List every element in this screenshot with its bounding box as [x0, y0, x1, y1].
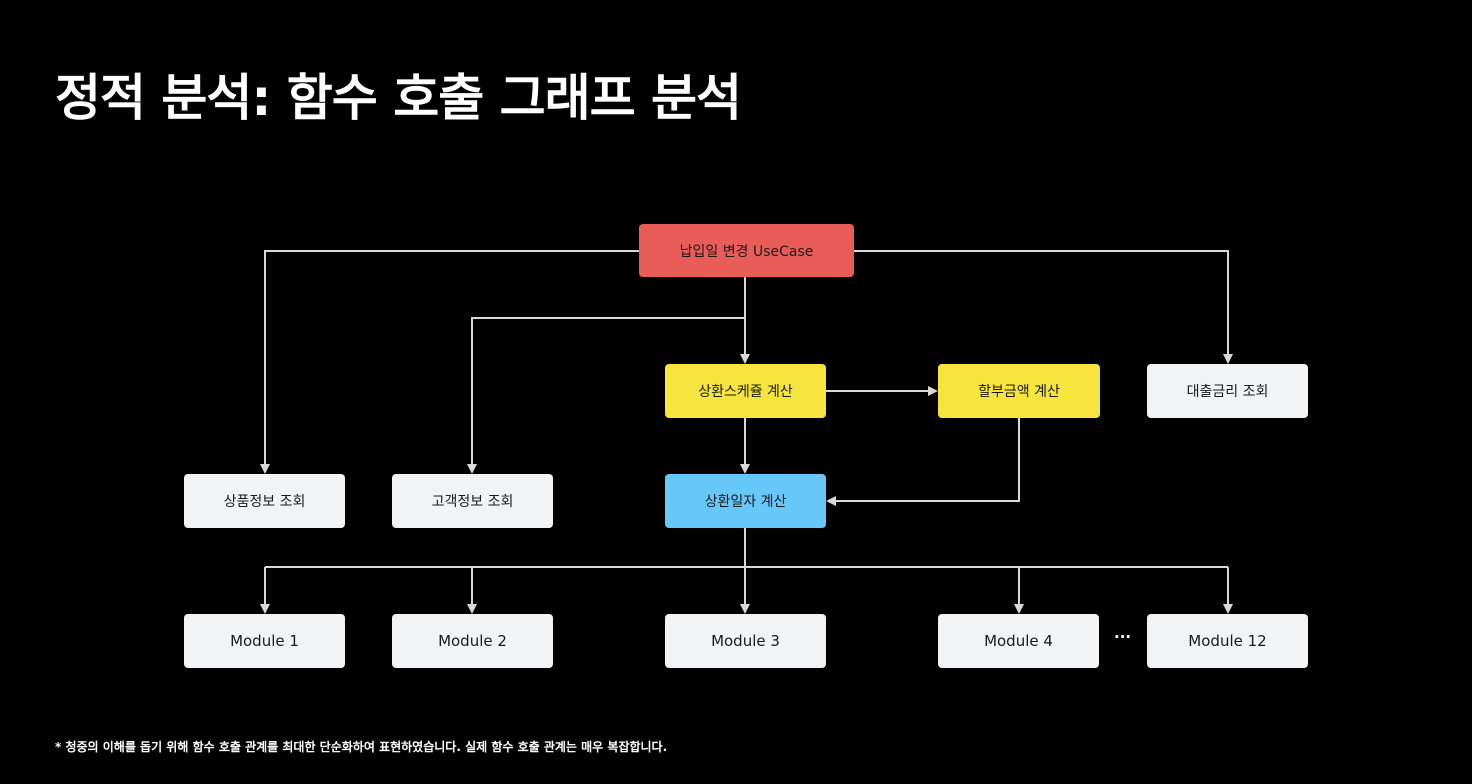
edge-installment-repayment-date — [826, 418, 1020, 506]
node-installment-amount: 할부금액 계산 — [938, 364, 1100, 418]
node-product-info: 상품정보 조회 — [184, 474, 345, 528]
node-module-3: Module 3 — [665, 614, 826, 668]
node-repayment-date: 상환일자 계산 — [665, 474, 826, 528]
node-module-12: Module 12 — [1147, 614, 1308, 668]
footnote: * 청중의 이해를 돕기 위해 함수 호출 관계를 최대한 단순화하여 표현하였… — [55, 740, 668, 754]
node-module-1: Module 1 — [184, 614, 345, 668]
node-repayment-schedule: 상환스케쥴 계산 — [665, 364, 826, 418]
node-customer-info: 고객정보 조회 — [392, 474, 553, 528]
edge-usecase-product-info — [260, 250, 640, 474]
node-usecase: 납입일 변경 UseCase — [639, 224, 854, 277]
page-title: 정적 분석: 함수 호출 그래프 분석 — [55, 69, 742, 127]
edge-usecase-loan-rate — [853, 250, 1233, 364]
node-module-4: Module 4 — [938, 614, 1099, 668]
edge-usecase-customer-info — [467, 317, 745, 474]
more-modules-ellipsis: ··· — [1114, 628, 1132, 646]
node-loan-rate: 대출금리 조회 — [1147, 364, 1308, 418]
node-module-2: Module 2 — [392, 614, 553, 668]
